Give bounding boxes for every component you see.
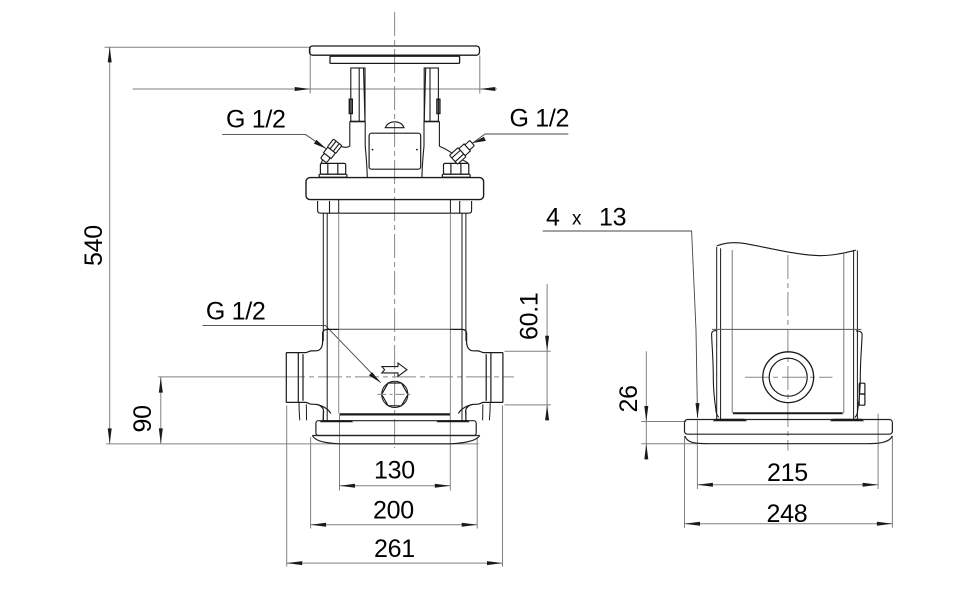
svg-text:215: 215 (767, 459, 808, 487)
svg-text:4: 4 (546, 204, 560, 232)
svg-text:130: 130 (374, 456, 415, 484)
svg-text:261: 261 (374, 535, 415, 563)
svg-text:G 1/2: G 1/2 (226, 106, 286, 134)
svg-text:248: 248 (767, 500, 808, 528)
svg-text:26: 26 (615, 385, 643, 412)
svg-text:x: x (572, 209, 582, 230)
svg-text:13: 13 (599, 204, 626, 232)
svg-text:G 1/2: G 1/2 (510, 105, 570, 133)
svg-text:G 1/2: G 1/2 (206, 297, 266, 325)
svg-text:90: 90 (129, 405, 157, 432)
svg-text:60.1: 60.1 (516, 293, 544, 340)
svg-text:540: 540 (80, 225, 108, 266)
svg-text:200: 200 (373, 496, 414, 524)
